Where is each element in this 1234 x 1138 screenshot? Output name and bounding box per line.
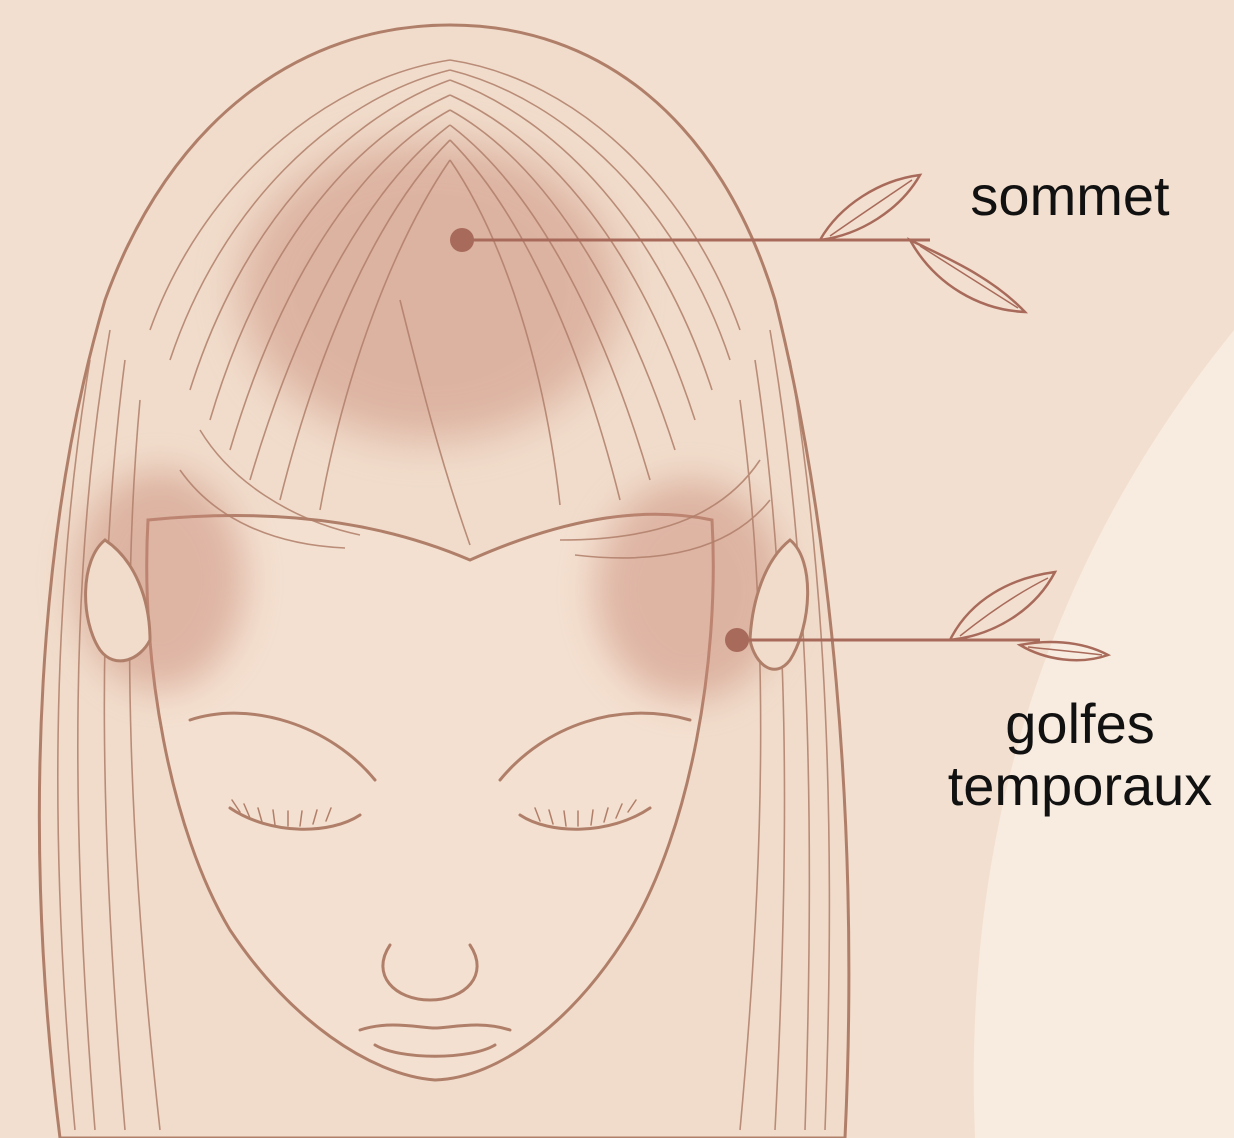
temples-marker-dot: [725, 628, 749, 652]
temples-label-line2: temporaux: [905, 755, 1234, 817]
temples-label-line1: golfes: [905, 693, 1234, 755]
vertex-thinning-patch: [240, 140, 620, 440]
vertex-label: sommet: [925, 165, 1215, 227]
temples-label: golfes temporaux: [905, 693, 1234, 817]
vertex-marker-dot: [450, 228, 474, 252]
